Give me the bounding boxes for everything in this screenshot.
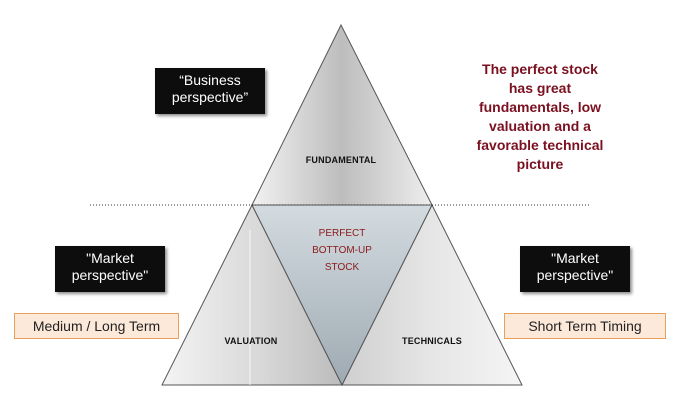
note-line4: valuation and a xyxy=(489,118,591,134)
technicals-label: TECHNICALS xyxy=(402,336,462,346)
business-perspective-line2: perspective” xyxy=(171,89,249,105)
note-line2: has great xyxy=(508,80,572,96)
market-perspective-left-box: "Market perspective" xyxy=(55,246,165,292)
perfect-stock-label: PERFECT BOTTOM-UP STOCK xyxy=(282,225,402,276)
perfect-stock-note: The perfect stock has great fundamentals… xyxy=(440,60,640,174)
valuation-label: VALUATION xyxy=(224,336,278,346)
market-perspective-left-line2: perspective" xyxy=(71,267,149,283)
note-line6: picture xyxy=(516,156,564,172)
note-line1: The perfect stock xyxy=(482,61,598,77)
market-perspective-left-line1: "Market xyxy=(86,250,134,266)
perfect-stock-line2: BOTTOM-UP xyxy=(312,245,372,256)
perfect-stock-line3: STOCK xyxy=(324,262,360,273)
note-line5: favorable technical xyxy=(476,137,604,153)
market-perspective-right-line1: "Market xyxy=(551,250,599,266)
market-perspective-right-box: "Market perspective" xyxy=(520,246,630,292)
fundamental-triangle xyxy=(251,23,433,206)
business-perspective-box: “Business perspective” xyxy=(155,68,265,114)
perfect-stock-line1: PERFECT xyxy=(318,228,366,239)
note-line3: fundamentals, low xyxy=(478,99,602,115)
market-perspective-right-line2: perspective" xyxy=(536,267,614,283)
fundamental-label: FUNDAMENTAL xyxy=(305,155,377,165)
business-perspective-line1: “Business xyxy=(179,72,241,88)
short-term-timing-box: Short Term Timing xyxy=(504,313,666,339)
medium-long-term-box: Medium / Long Term xyxy=(14,313,179,339)
